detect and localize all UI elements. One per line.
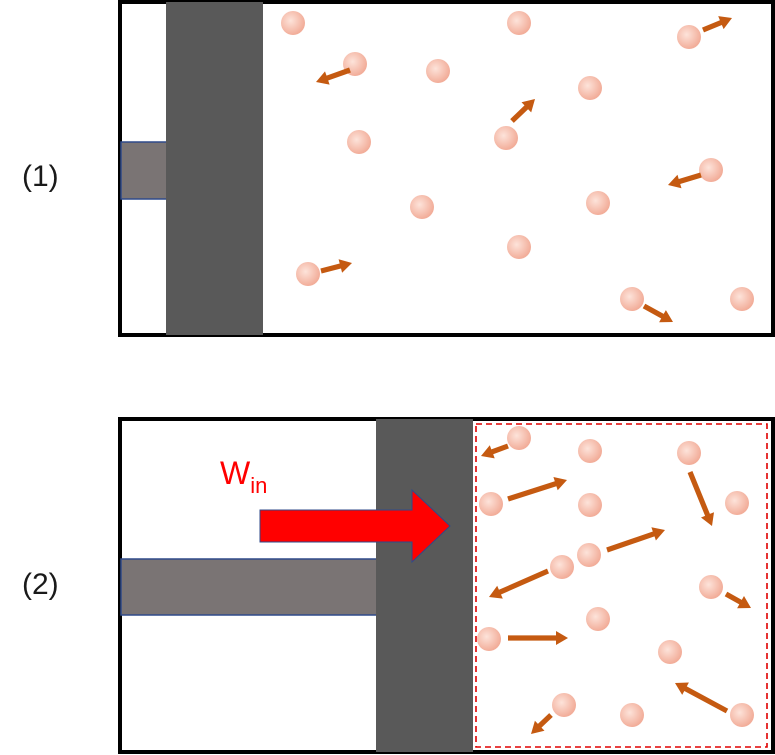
velocity-arrow [687,471,714,526]
velocity-arrow [489,568,549,599]
gas-particle [620,287,644,311]
gas-particle [658,640,682,664]
gas-particle [586,191,610,215]
velocity-arrows-2 [481,443,751,734]
panel-2: Win [118,417,775,754]
gas-particle [699,158,723,182]
piston-rod-1 [120,141,168,200]
gas-particle [281,11,305,35]
work-in-symbol: W [220,455,251,491]
velocity-arrow [675,682,729,714]
panel-2-label: (2) [22,568,59,601]
gas-particle [296,262,320,286]
velocity-arrow [668,172,702,189]
gas-particle [507,426,531,450]
gas-particle [426,59,450,83]
gas-particle [578,76,602,100]
gas-particle [494,126,518,150]
velocity-arrow [606,527,665,553]
gas-particle [725,491,749,515]
gas-particle [552,693,576,717]
gas-particle [410,195,434,219]
gas-particle [550,555,574,579]
gas-particle [507,11,531,35]
velocity-arrow [531,713,553,734]
panel-1-label: (1) [22,160,59,193]
gas-particle [347,130,371,154]
gas-particle [507,235,531,259]
velocity-arrow [510,99,535,123]
velocity-arrow [702,16,732,33]
panel-1 [118,0,775,337]
gas-particle [730,287,754,311]
work-in-arrow [259,488,451,564]
gas-particle [578,439,602,463]
work-in-label: Win [220,455,267,498]
gas-particle [586,607,610,631]
gas-particle [577,543,601,567]
gas-particle [699,575,723,599]
velocity-arrow [508,631,568,645]
particles-1 [281,11,754,311]
velocity-arrows-1 [316,16,732,323]
velocity-arrow [724,591,751,609]
piston-rod-2 [120,558,378,616]
velocity-arrow [642,303,673,323]
velocity-arrow [316,67,351,85]
gas-particle [477,627,501,651]
gas-region-dashed-box [475,423,768,748]
work-in-subscript: in [250,473,267,498]
velocity-arrow [507,477,567,502]
particles-2 [477,426,754,727]
piston-2 [376,419,473,752]
gas-particle [479,492,503,516]
velocity-arrow [320,259,352,274]
velocity-arrow [481,443,509,459]
piston-1 [166,2,263,335]
gas-particle [677,441,701,465]
gas-particle [620,703,644,727]
gas-particle [730,703,754,727]
gas-particle [578,493,602,517]
gas-particle [677,25,701,49]
